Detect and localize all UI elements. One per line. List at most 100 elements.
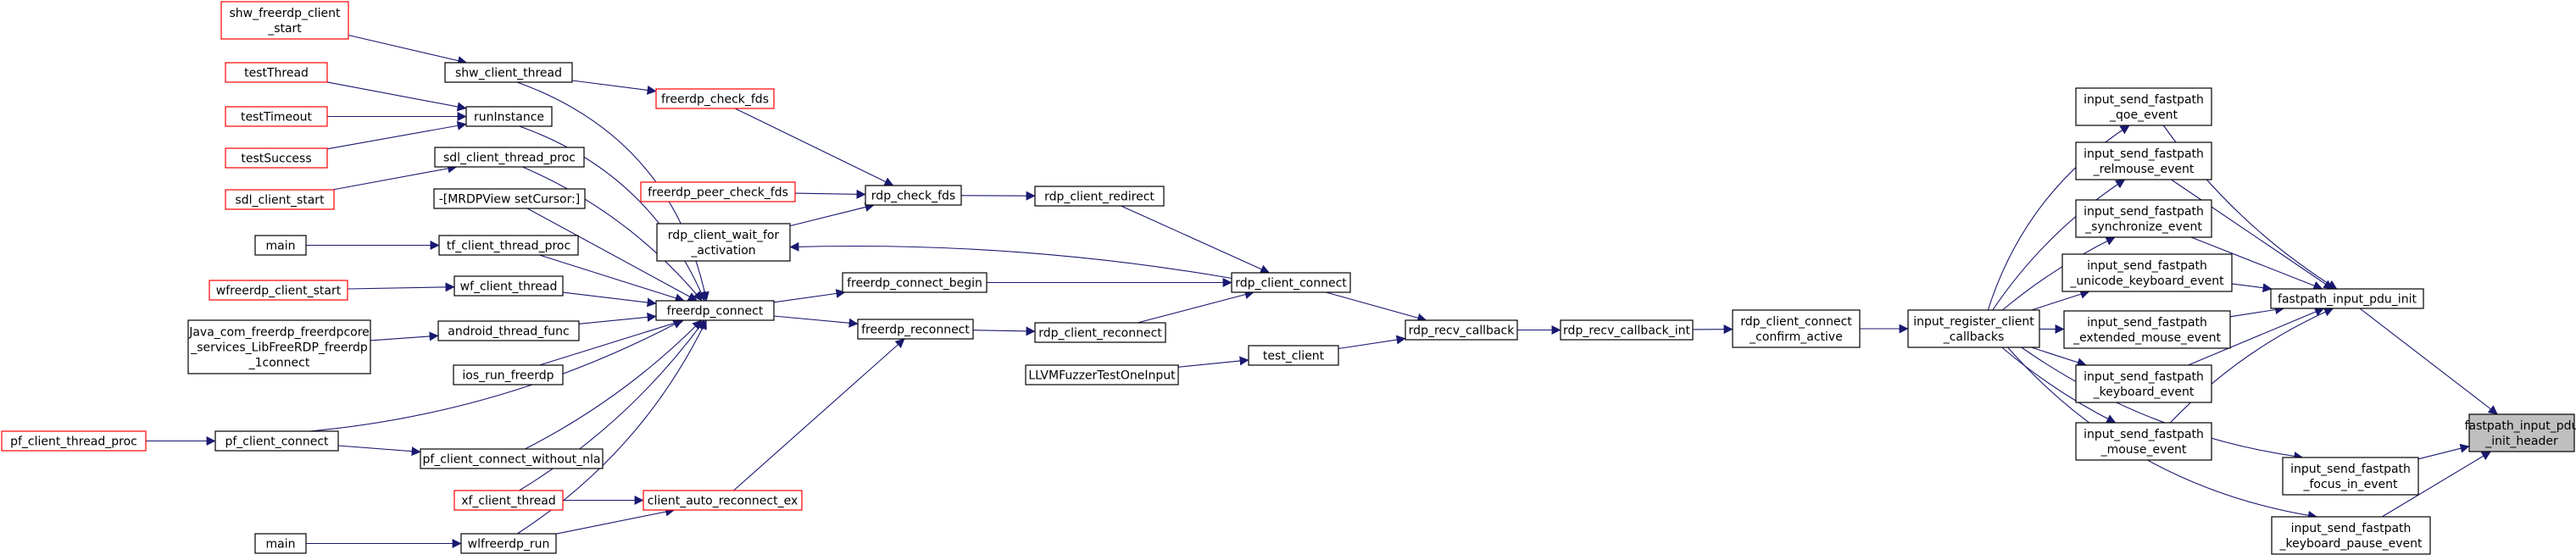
node-pf-client-thread-proc[interactable]: pf_client_thread_proc: [1, 430, 147, 452]
node-label: wf_client_thread: [460, 280, 558, 294]
node-main[interactable]: main: [254, 533, 307, 554]
node-llvmfuzzertestoneinput[interactable]: LLVMFuzzerTestOneInput: [1025, 364, 1179, 385]
node-label: _keyboard_pause_event: [2278, 537, 2423, 551]
node-box: [433, 188, 586, 209]
node-input-send-fastpath-keyboard-event[interactable]: input_send_fastpath_keyboard_event: [2075, 364, 2212, 403]
node-rdp-client-wait-for-activation[interactable]: rdp_client_wait_for_activation: [656, 223, 791, 262]
node-runinstance[interactable]: runInstance: [465, 106, 553, 127]
node-label: ios_run_freerdp: [462, 369, 554, 383]
edge-shw-thread-to-check-fds: [571, 80, 657, 95]
node-input-send-fastpath-qoe-event[interactable]: input_send_fastpath_qoe_event: [2075, 87, 2212, 126]
node-label: _init_header: [2484, 435, 2558, 448]
node-pf-client-connect[interactable]: pf_client_connect: [214, 430, 339, 452]
node-client-auto-reconnect-ex[interactable]: client_auto_reconnect_ex: [643, 490, 803, 511]
node-label: android_thread_func: [448, 325, 569, 339]
node-label: _mouse_event: [2100, 443, 2187, 457]
node-input-send-fastpath-extended-mouse-event[interactable]: input_send_fastpath_extended_mouse_event: [2063, 310, 2231, 349]
edge-register-cb-to-unicode: [2031, 289, 2090, 311]
node-test-client[interactable]: test_client: [1248, 345, 1339, 366]
node-box: [643, 490, 803, 511]
node-freerdp-connect[interactable]: freerdp_connect: [655, 300, 775, 321]
node-label: testThread: [244, 67, 309, 80]
node-rdp-check-fds[interactable]: rdp_check_fds: [865, 185, 962, 206]
node-box: [2075, 199, 2212, 238]
node-input-send-fastpath-relmouse-event[interactable]: input_send_fastpath _relmouse_event: [2075, 141, 2212, 180]
edge-pf-connect-to-pf-nla: [337, 445, 421, 457]
node-fastpath-input-pdu-init[interactable]: fastpath_input_pdu_init: [2270, 288, 2424, 309]
edge-test-client-to-recv-cb: [1338, 335, 1406, 350]
node-freerdp-reconnect[interactable]: freerdp_reconnect: [857, 319, 974, 340]
node-testsuccess[interactable]: testSuccess: [225, 147, 328, 169]
node-input-send-fastpath-focus-in-event[interactable]: input_send_fastpath_focus_in_event: [2282, 457, 2419, 496]
node-freerdp-connect-begin[interactable]: freerdp_connect_begin: [842, 272, 988, 293]
node-wfreerdp-client-start[interactable]: wfreerdp_client_start: [209, 280, 348, 301]
node-label: input_send_fastpath: [2290, 463, 2411, 476]
node-xf-client-thread[interactable]: xf_client_thread: [453, 490, 564, 511]
node-pf-client-connect-without-nla[interactable]: pf_client_connect_without_nla: [420, 448, 604, 469]
node-rdp-recv-callback[interactable]: rdp_recv_callback: [1405, 319, 1518, 341]
edge-java-to-android: [370, 331, 439, 341]
node-label: -[MRDPView setCursor:]: [439, 193, 581, 207]
edge-focus-in-to-pdu-header: [2417, 443, 2470, 460]
node-shw-client-thread[interactable]: shw_client_thread: [444, 62, 573, 83]
node-box: [857, 319, 974, 340]
edge-freerdp-connect-to-connect-begin: [773, 289, 846, 303]
node-box: [1231, 272, 1351, 293]
edge-client-connect-to-recv-cb: [1326, 291, 1427, 323]
edge-register-cb-to-focus-in: [2021, 347, 2304, 462]
edge-client-reconnect-to-client-connect: [1137, 290, 1255, 324]
node-label: freerdp_reconnect: [861, 324, 970, 337]
node-label: input_send_fastpath: [2084, 147, 2204, 161]
node-rdp-client-redirect[interactable]: rdp_client_redirect: [1034, 186, 1165, 207]
node-box: [865, 185, 962, 206]
edge-llvm-to-test-client: [1177, 356, 1249, 368]
node-box: [444, 62, 573, 83]
edge-unicode-to-pdu-init: [2231, 283, 2273, 293]
node-label: shw_client_thread: [455, 67, 562, 80]
node-android-thread-func[interactable]: android_thread_func: [437, 320, 580, 341]
node-box: [437, 320, 580, 341]
node-label: input_send_fastpath: [2084, 93, 2204, 107]
node-label: _relmouse_event: [2093, 163, 2195, 176]
node-shw-freerdp-client-start[interactable]: shw_freerdp_client_start: [220, 1, 349, 40]
node-box: [1907, 309, 2040, 348]
node-testthread[interactable]: testThread: [225, 62, 328, 83]
node-input-send-fastpath-synchronize-event[interactable]: input_send_fastpath_synchronize_event: [2075, 199, 2212, 238]
node-sdl-client-start[interactable]: sdl_client_start: [225, 189, 335, 210]
node-rdp-recv-callback-int[interactable]: rdp_recv_callback_int: [1560, 319, 1694, 341]
node-label: freerdp_connect_begin: [847, 277, 982, 291]
node-input-send-fastpath-keyboard-pause-event[interactable]: input_send_fastpath_keyboard_pause_event: [2271, 516, 2431, 555]
node-label: _synchronize_event: [2084, 220, 2202, 234]
node-label: freerdp_connect: [667, 305, 764, 319]
edge-register-cb-to-mouse: [2001, 347, 2117, 424]
node-input-register-client-callbacks[interactable]: input_register_client_callbacks: [1907, 309, 2040, 348]
node-java-com-freerdp-freerdpcore-services-libfreerdp-freerdp-1connect[interactable]: Java_com_freerdp_freerdpcore_services_Li…: [187, 319, 371, 374]
node-ios-run-freerdp[interactable]: ios_run_freerdp: [453, 364, 564, 385]
edge-mouse-to-pdu-init: [2169, 308, 2334, 424]
node-wlfreerdp-run[interactable]: wlfreerdp_run: [460, 533, 557, 554]
node-box: [1034, 186, 1165, 207]
node-box: [1, 430, 147, 452]
node-main[interactable]: main: [254, 235, 307, 256]
node-rdp-client-connect[interactable]: rdp_client_connect: [1231, 272, 1351, 293]
node-rdp-client-connect-confirm-active[interactable]: rdp_client_connect_confirm_active: [1732, 309, 1861, 348]
node-fastpath-input-pdu-init-header[interactable]: fastpath_input_pdu_init_header: [2465, 413, 2576, 452]
node-input-send-fastpath-mouse-event[interactable]: input_send_fastpath_mouse_event: [2075, 422, 2212, 461]
node-freerdp-peer-check-fds[interactable]: freerdp_peer_check_fds: [640, 181, 796, 202]
node-box: [438, 235, 579, 256]
node-label: _qoe_event: [2109, 108, 2178, 122]
edge-pf-nla-to-freerdp-connect: [525, 319, 703, 450]
node-label: _callbacks: [1943, 330, 2005, 344]
node-input-send-fastpath-unicode-keyboard-event[interactable]: input_send_fastpath_unicode_keyboard_eve…: [2061, 253, 2233, 292]
node-rdp-client-reconnect[interactable]: rdp_client_reconnect: [1034, 322, 1166, 343]
node-wf-client-thread[interactable]: wf_client_thread: [453, 275, 564, 297]
node-label: _unicode_keyboard_event: [2069, 274, 2224, 288]
edge-mrdp-to-freerdp-connect: [526, 208, 698, 302]
node-sdl-client-thread-proc[interactable]: sdl_client_thread_proc: [434, 147, 585, 168]
edge-redirect-to-client-connect: [1121, 205, 1271, 274]
node-tf-client-thread-proc[interactable]: tf_client_thread_proc: [438, 235, 579, 256]
node-testtimeout[interactable]: testTimeout: [225, 106, 328, 127]
node-box: [2271, 516, 2431, 555]
node-mrdpview-setcursor[interactable]: -[MRDPView setCursor:]: [433, 188, 586, 209]
node-freerdp-check-fds[interactable]: freerdp_check_fds: [655, 88, 775, 109]
